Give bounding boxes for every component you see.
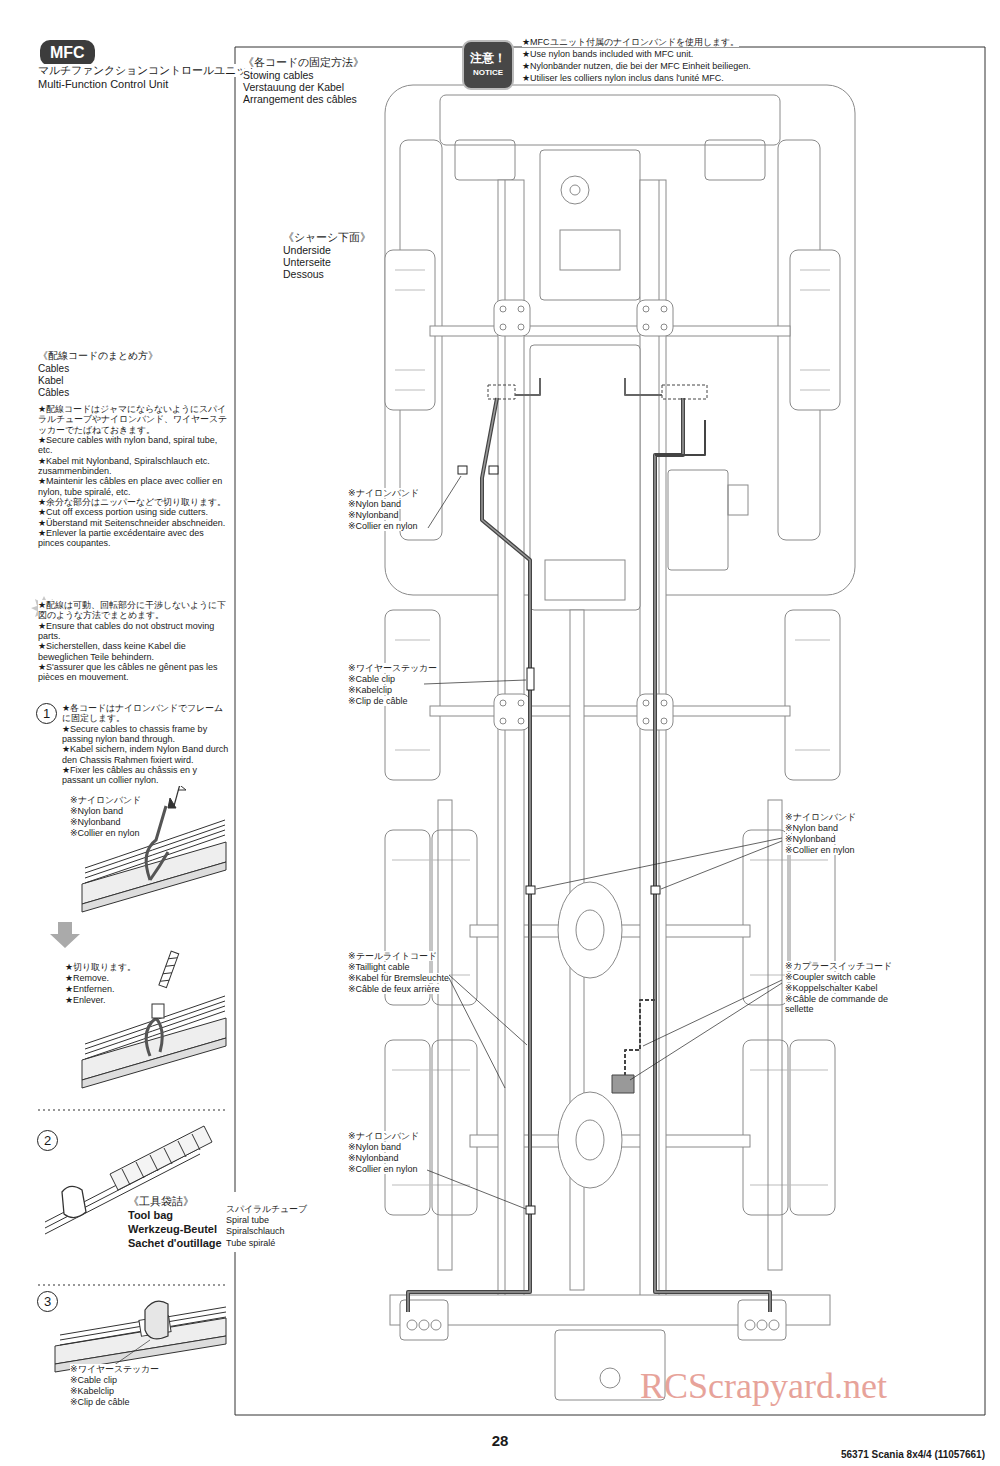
label-text: ★Enlever. [65,995,106,1005]
label-text: 《配線コードのまとめ方》 [38,350,158,362]
label-text: ※Nylonband [348,1153,399,1163]
label-text: ★Sicherstellen, dass keine Kabel die bew… [38,641,230,662]
label-text: ★各コードはナイロンバンドでフレームに固定します。 [62,703,230,724]
label-text: ★Enlever la partie excédentaire avec des… [38,528,230,549]
label-text: ★Utiliser les colliers nylon inclus dans… [522,73,724,83]
label-text: Spiralschlauch [226,1226,285,1236]
label-text: Spiral tube [226,1215,269,1225]
label-text: ★Entfernen. [65,984,115,994]
notice-badge: 注意！NOTICE [462,40,514,90]
label-text: ※Nylon band [348,499,401,509]
label-text: ★S'assurer que les câbles ne gênent pas … [38,662,230,683]
label-text: ※Koppelschalter Kabel [785,983,878,993]
label-text: ※ナイロンバンド [70,795,141,805]
label-text: Cables [38,363,69,375]
label-text: ※ナイロンバンド [785,812,856,822]
step-number: 2 [37,1130,58,1151]
label-text: ★Kabel mit Nylonband, Spiralschlauch etc… [38,456,230,477]
label-text: Unterseite [283,256,331,268]
label-text: ★配線コードはジャマにならないようにスパイラルチューブやナイロンバンド、ワイヤー… [38,404,230,435]
label-text: Underside [283,244,331,256]
label-text: ★Ensure that cables do not obstruct movi… [38,621,230,642]
label-text: Tube spiralé [226,1238,275,1248]
node-text: 3 [44,1295,51,1308]
label-text: ★Überstand mit Seitenschneider abschneid… [38,518,230,528]
label-text: ★Secure cables to chassis frame by passi… [62,724,230,745]
label-text: Verstauung der Kabel [243,81,344,93]
label-text: ※Nylon band [348,1142,401,1152]
label-text: Werkzeug-Beutel [128,1223,217,1236]
page-footer: 56371 Scania 8x4/4 (11057661) [841,1449,985,1461]
label-text: ★Remove. [65,973,109,983]
label-text: Kabel [38,375,64,387]
label-text: ※テールライトコード [348,951,437,961]
node-text: 1 [43,707,50,720]
label-text: Tool bag [128,1209,173,1222]
page-footer: 28 [492,1432,509,1449]
label-text: ※Collier en nylon [348,1164,418,1174]
node-text: 注意！ [470,49,506,67]
label-text: ※Taillight cable [348,962,410,972]
label-text: ★Nylonbänder nutzen, die bei der MFC Ein… [522,61,751,71]
label-text: ※Câble de commande de sellette [785,994,897,1015]
label-text: ★Cut off excess portion using side cutte… [38,507,230,517]
label-text: スパイラルチューブ [226,1204,307,1214]
label-text: ★Maintenir les câbles en place avec coll… [38,476,230,497]
label-text: ※Kabel für Bremsleuchte [348,973,449,983]
label-text: 《工具袋詰》 [128,1195,194,1207]
watermark: RCScrapyard.net [640,1366,887,1407]
label-text: ★Kabel sichern, indem Nylon Band durch d… [62,744,230,765]
label-text: ※Clip de câble [70,1397,130,1407]
label-text: ※ワイヤーステッカー [70,1364,159,1374]
label-text: ※Coupler switch cable [785,972,876,982]
label-text: ※ナイロンバンド [348,1131,419,1141]
label-text: ※Nylon band [70,806,123,816]
label-text: Stowing cables [243,69,314,81]
label-text: Dessous [283,268,324,280]
label-text: ★MFCユニット付属のナイロンバンドを使用します。 [522,37,739,47]
label-text: ※カプラースイッチコード [785,961,892,971]
step-number: 1 [36,703,57,724]
label-text: ※Cable clip [348,674,395,684]
label-text: ※Nylonband [70,817,121,827]
node-text: NOTICE [470,67,506,79]
label-text: 《シャーシ下面》 [283,231,371,243]
label-text: Sachet d'outillage [128,1237,222,1250]
label-text: ★Fixer les câbles au châssis en y passan… [62,765,230,786]
label-text: Multi-Function Control Unit [38,78,168,91]
label-text: ※Nylon band [785,823,838,833]
label-text: ※ワイヤーステッカー [348,663,437,673]
label-text: ★切り取ります。 [65,962,136,972]
step-number: 3 [37,1291,58,1312]
label-text: ※Kabelclip [70,1386,114,1396]
label-text: ※Collier en nylon [70,828,140,838]
label-text: ★余分な部分はニッパーなどで切り取ります。 [38,497,230,507]
label-text: マルチファンクションコントロールユニット [38,64,258,77]
label-text: ※Nylonband [348,510,399,520]
label-text: ※Kabelclip [348,685,392,695]
node-text: MFC [50,43,85,63]
label-text: Câbles [38,387,69,399]
label-text: ※Collier en nylon [348,521,418,531]
label-text: ※ナイロンバンド [348,488,419,498]
label-text: ※Nylonband [785,834,836,844]
label-text: 《各コードの固定方法》 [243,56,364,68]
section-badge: MFC [40,40,95,66]
label-text: ★Secure cables with nylon band, spiral t… [38,435,230,456]
label-text: Arrangement des câbles [243,93,357,105]
label-text: ※Câble de feux arrière [348,984,440,994]
node-text: 2 [44,1134,51,1147]
label-text: ★Use nylon bands included with MFC unit. [522,49,693,59]
label-text: ★配線は可動、回転部分に干渉しないように下図のような方法でまとめます。 [38,600,230,621]
label-text: ※Clip de câble [348,696,408,706]
label-text: ※Collier en nylon [785,845,855,855]
label-text: ※Cable clip [70,1375,117,1385]
